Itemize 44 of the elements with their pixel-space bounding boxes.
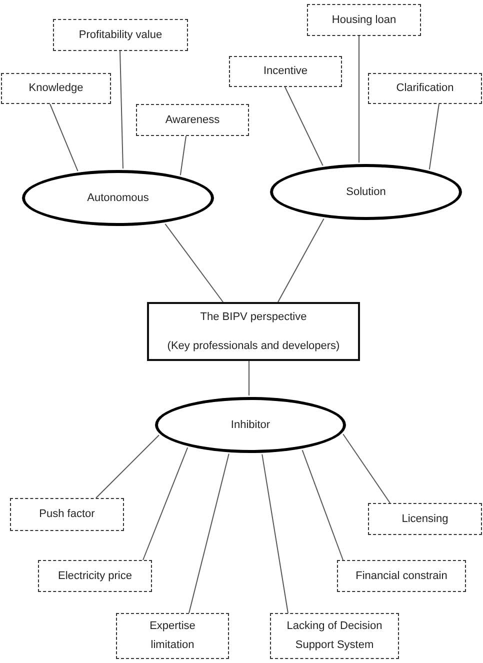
node-label: Expertise limitation [148,619,196,653]
connector-line [358,36,360,164]
connector-line [278,218,324,302]
dashed-box [307,4,421,36]
node-label: Electricity price [58,568,132,584]
node-label: (Key professionals and developers) [167,338,340,354]
node-label: Clarification [396,81,454,96]
dashed-box [136,104,249,136]
dashed-box [1,73,111,104]
node-label: Financial constrain [356,568,448,584]
node-label: Inhibitor [230,418,270,432]
dashed-box [368,503,482,535]
node-label: Solution [346,184,386,200]
dashed-box [116,613,229,659]
dashed-box [229,56,342,87]
node-label: The BIPV perspective [200,310,307,324]
connector-line [180,136,186,176]
connector-line [142,447,188,560]
connector-line [188,453,230,614]
central-box [147,302,360,361]
connector-line [342,434,390,504]
dashed-box [270,613,399,659]
connector-line [262,454,288,614]
node-label: Awareness [165,112,220,128]
dashed-box [10,498,124,531]
connector-line [120,50,124,169]
node-label: Housing loan [332,12,396,28]
dashed-box [53,19,188,51]
connector-line [96,434,160,498]
connector-line [428,104,440,170]
node-label: Licensing [402,512,448,526]
connector-line [284,86,324,166]
dashed-box [368,73,482,104]
node-label: Knowledge [28,81,84,96]
connector-line [164,223,224,302]
node-label: Profitability value [78,28,162,42]
connector-line [248,360,250,396]
dashed-box [337,560,466,592]
dashed-box [38,560,152,592]
connector-line [50,104,78,172]
node-label: Lacking of Decision Support System [286,619,384,653]
node-label: Incentive [263,64,308,79]
node-label: Autonomous [87,190,149,206]
node-label: Push factor [39,507,95,522]
